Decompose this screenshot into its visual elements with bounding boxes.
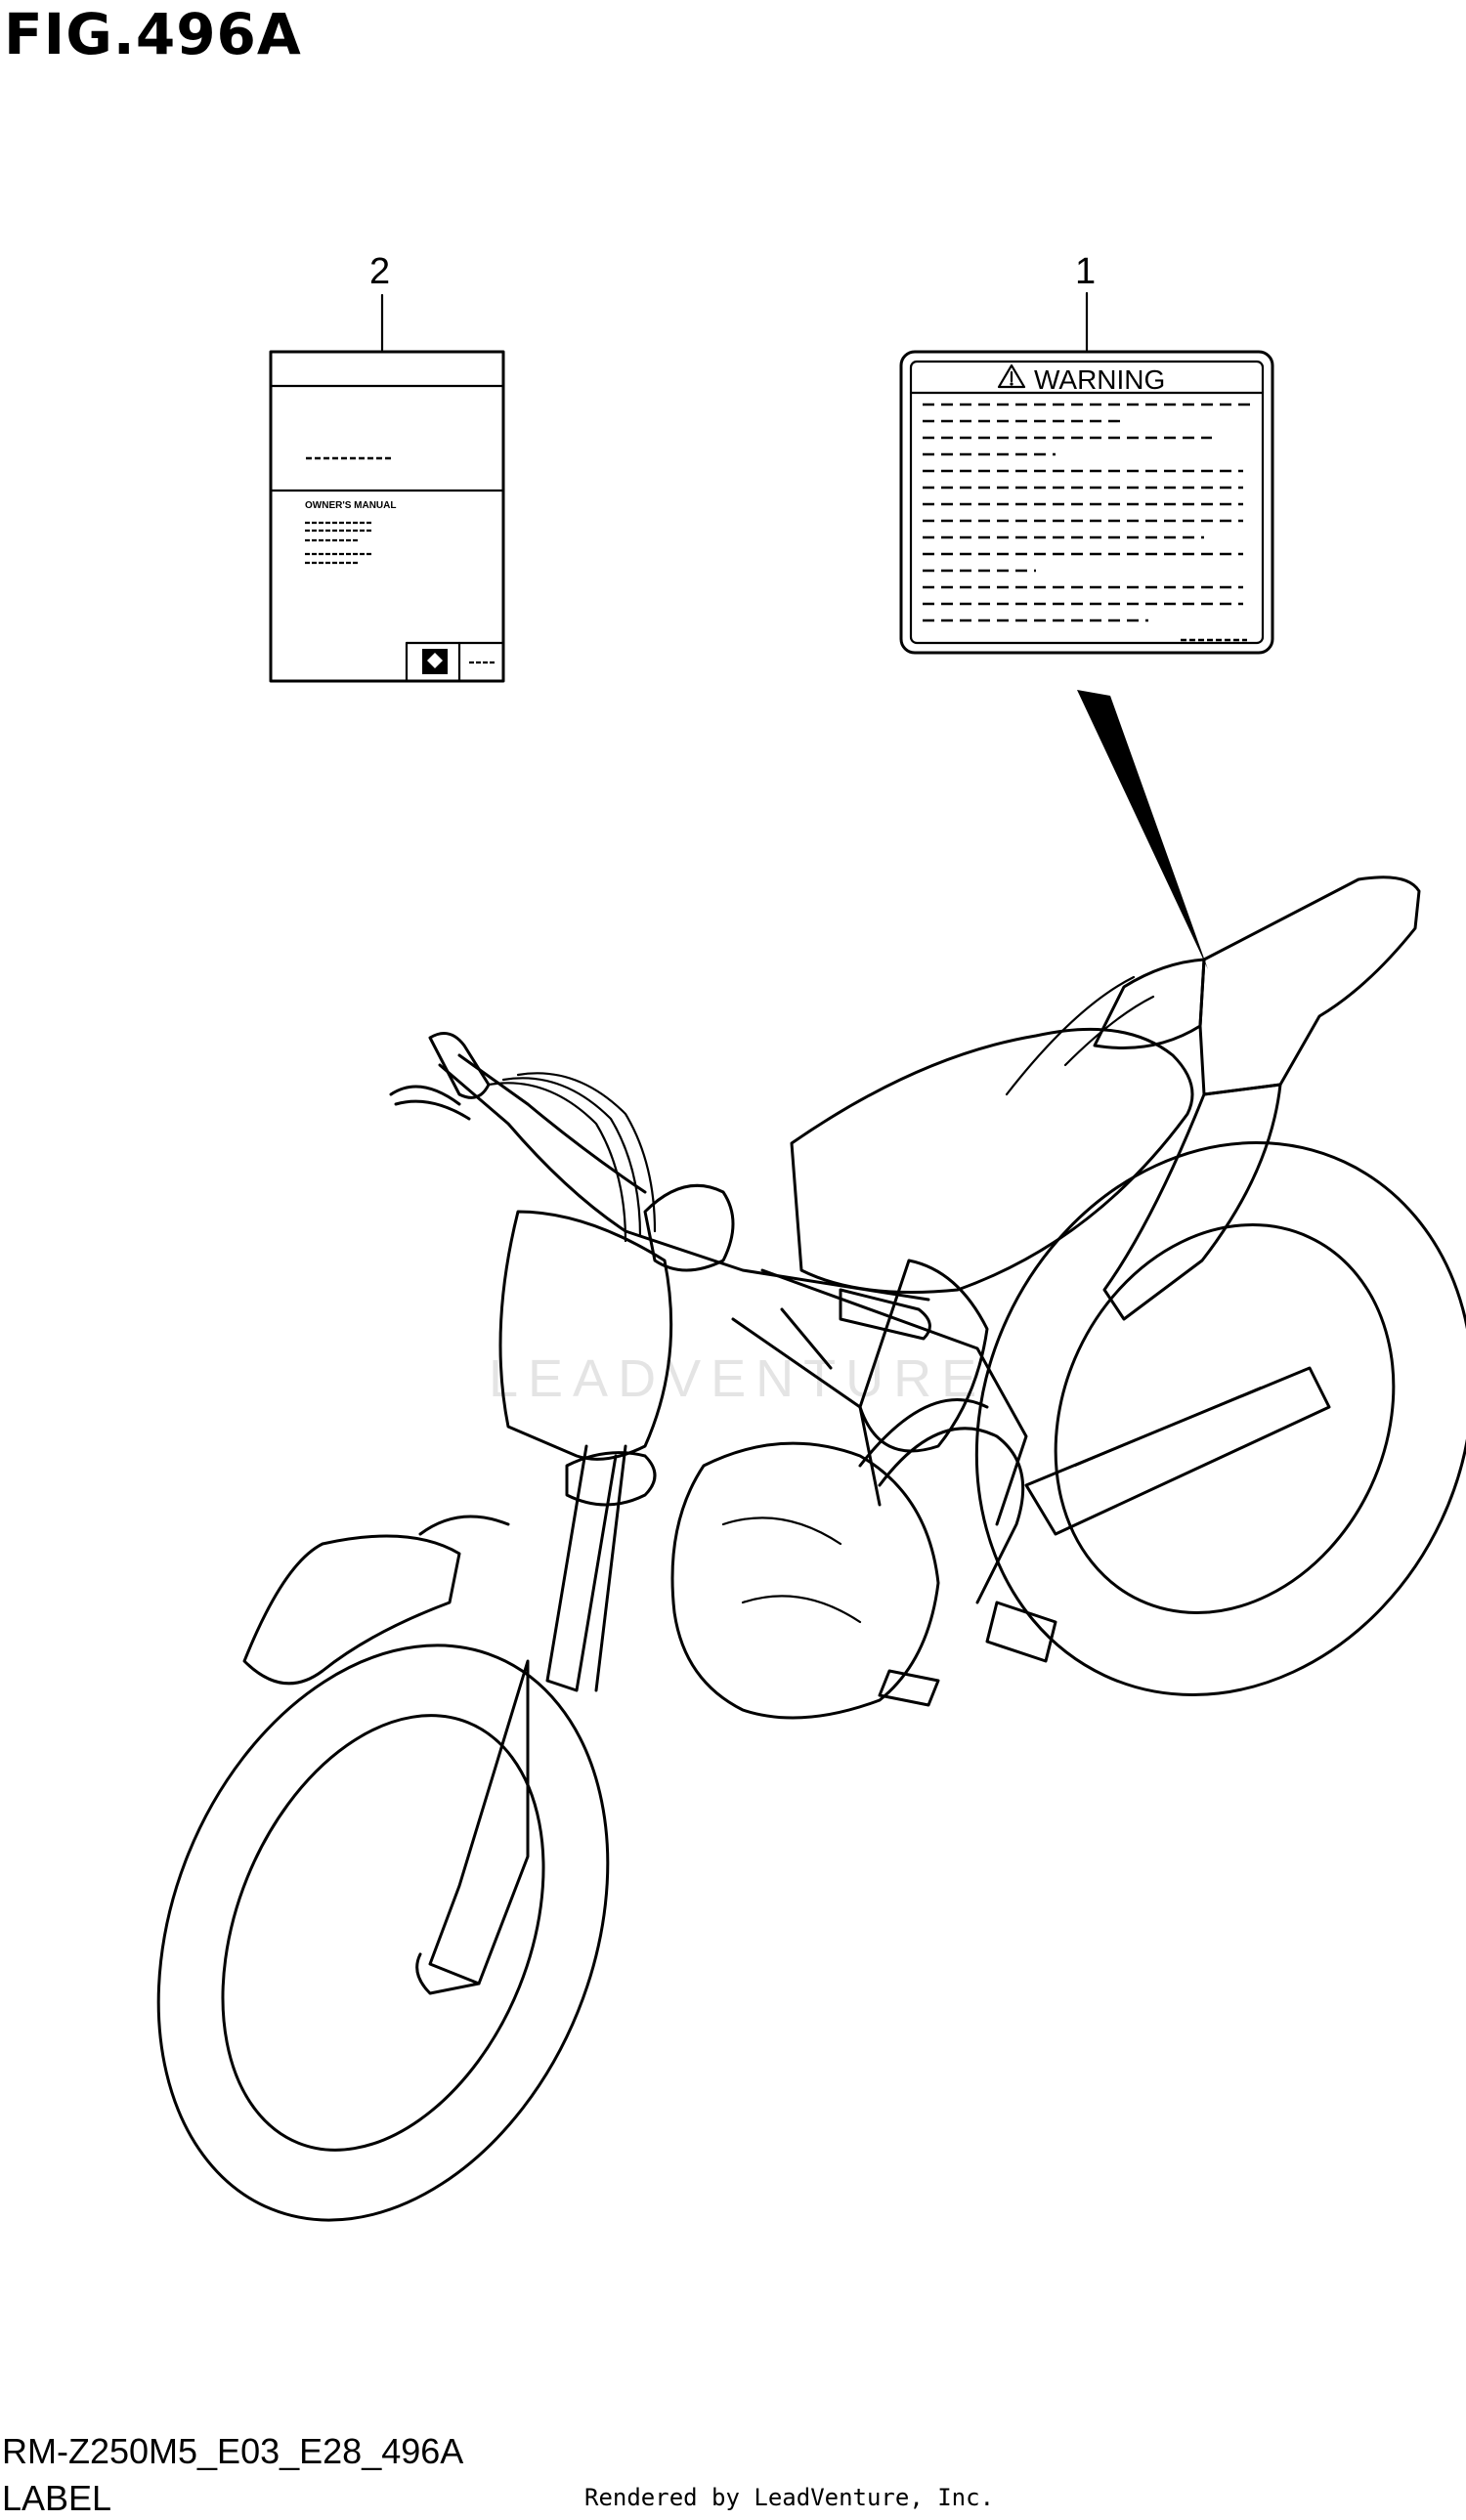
warning-heading: WARNING <box>1034 364 1165 395</box>
callout-2: 2 <box>369 251 391 292</box>
callout-1: 1 <box>1075 251 1097 292</box>
warning-triangle-icon <box>997 363 1026 389</box>
label-location-pointer <box>1077 690 1208 969</box>
footer-credit: Rendered by LeadVenture, Inc. <box>584 2484 995 2511</box>
footer-model-code: RM-Z250M5_E03_E28_496A <box>2 2431 464 2471</box>
watermark: LEADVENTURE <box>489 1349 987 1408</box>
figure-title: FIG.496A <box>4 1 302 67</box>
footer-section-name: LABEL <box>2 2478 112 2518</box>
owners-manual-heading: OWNER'S MANUAL <box>305 500 396 511</box>
motorcycle-drawing <box>156 876 1466 2222</box>
owners-manual-drawing[interactable]: OWNER'S MANUAL <box>269 350 505 683</box>
suzuki-logo-icon <box>422 649 448 674</box>
warning-label-drawing[interactable]: WARNING <box>899 350 1274 655</box>
